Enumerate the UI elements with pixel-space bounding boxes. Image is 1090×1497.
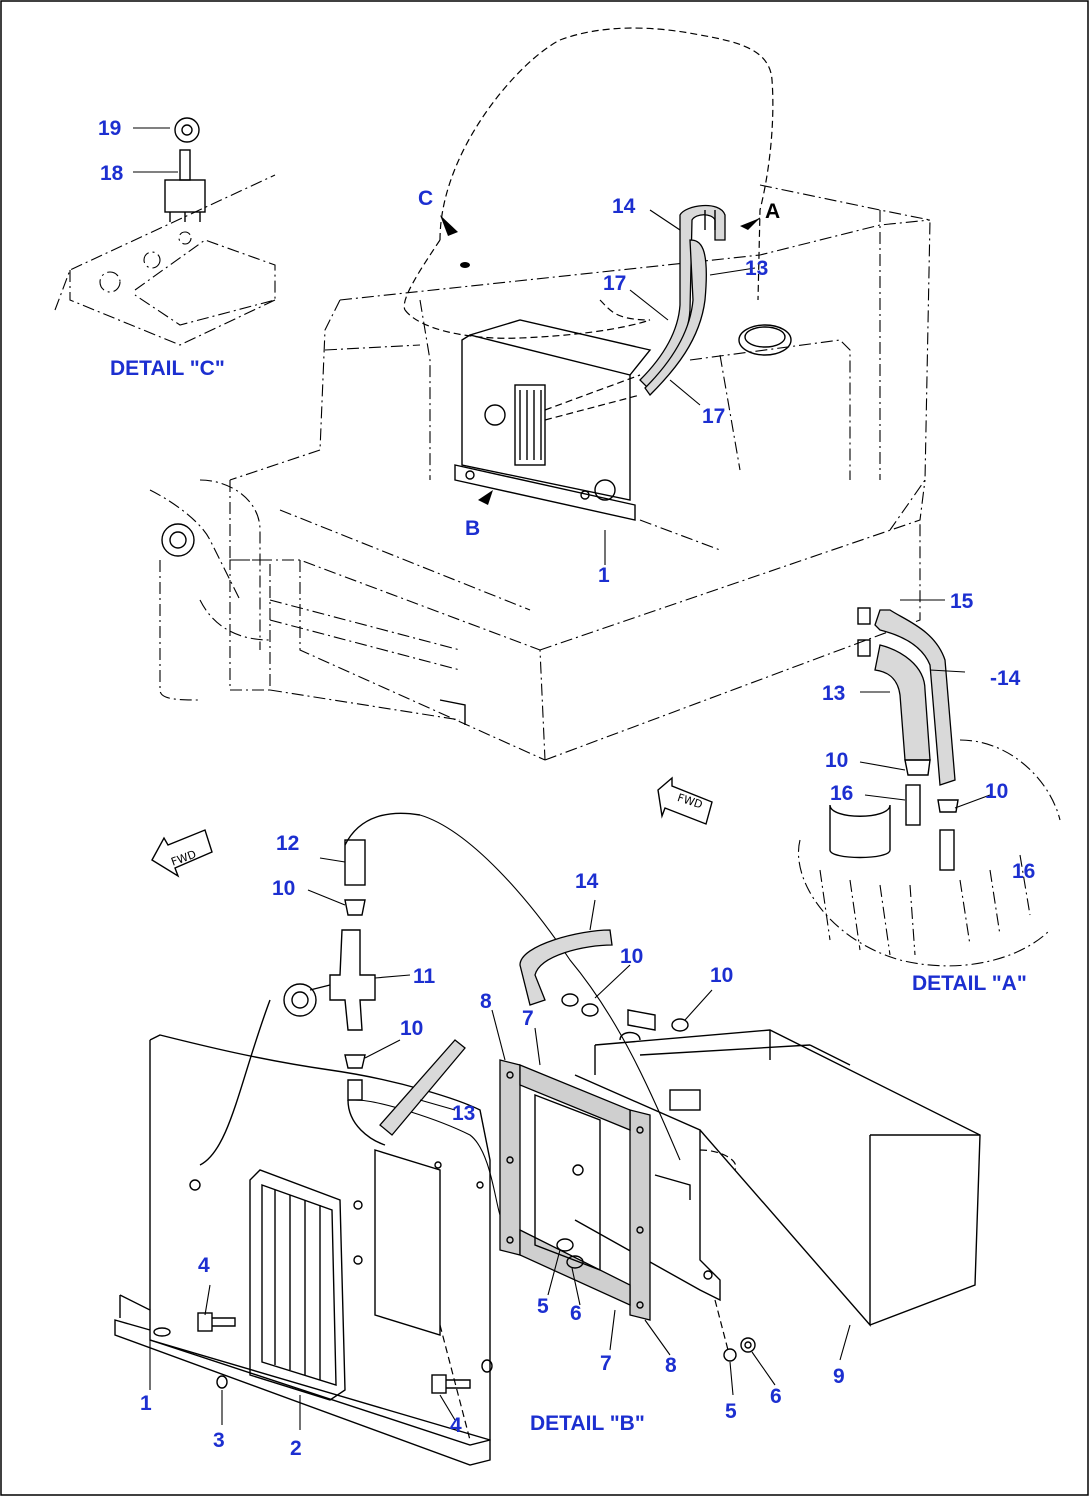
callout-19: 19	[98, 117, 121, 140]
callout-4: 4	[450, 1414, 462, 1437]
gasket-top	[519, 1064, 631, 1131]
callout-10: 10	[272, 877, 295, 900]
callout-10: 10	[400, 1017, 423, 1040]
callout-14: 14	[575, 870, 599, 893]
callout-12: 12	[276, 832, 299, 855]
callout-2: 2	[290, 1437, 302, 1460]
arrow-a-label: A	[765, 200, 780, 223]
callout-7: 7	[522, 1007, 534, 1030]
side-panel	[114, 1034, 491, 1466]
callout-14: -14	[990, 667, 1021, 690]
callout-10: 10	[985, 780, 1008, 803]
callout-6: 6	[570, 1302, 582, 1325]
view-arrow-a: A	[740, 200, 780, 230]
callout-15: 15	[950, 590, 974, 613]
arrow-c-label: C	[418, 187, 433, 210]
callout-14: 14	[612, 195, 636, 218]
detail-c-panel	[54, 117, 276, 346]
hoses-installed	[639, 204, 726, 397]
heater-box	[574, 1029, 981, 1327]
callout-labels: 19 18 14 13 17 17 1 15 -14 13 10 16 10 1…	[98, 117, 1035, 1460]
callout-4: 4	[198, 1254, 210, 1277]
detail-b-title: DETAIL "B"	[530, 1412, 645, 1435]
fwd-arrow-left: FWD	[151, 829, 213, 878]
callout-8: 8	[665, 1354, 677, 1377]
detail-a-view	[798, 599, 1061, 967]
hose-13-detail-b	[379, 1039, 466, 1136]
callout-5: 5	[537, 1295, 549, 1318]
callout-1: 1	[598, 564, 610, 587]
view-arrow-b: B	[465, 490, 493, 540]
callout-9: 9	[833, 1365, 845, 1388]
callout-10: 10	[825, 749, 848, 772]
callout-16: 16	[1012, 860, 1035, 883]
view-arrow-c: C	[418, 187, 458, 236]
operator-seat	[403, 27, 774, 339]
callout-17: 17	[702, 405, 725, 428]
arrow-b-label: B	[465, 517, 480, 540]
fwd-arrow-right: FWD	[657, 776, 713, 825]
hinge-linkage	[149, 479, 466, 725]
callout-18: 18	[100, 162, 124, 185]
callout-7: 7	[600, 1352, 612, 1375]
callout-13: 13	[452, 1102, 475, 1125]
callout-3: 3	[213, 1429, 225, 1452]
seat-base	[229, 184, 931, 761]
fwd-label-right: FWD	[676, 791, 704, 811]
callout-10: 10	[620, 945, 643, 968]
callout-1: 1	[140, 1392, 152, 1415]
callout-10: 10	[710, 964, 733, 987]
callout-16: 16	[830, 782, 853, 805]
callout-5: 5	[725, 1400, 737, 1423]
callout-17: 17	[603, 272, 626, 295]
detail-c-title: DETAIL "C"	[110, 357, 225, 380]
gasket-right	[629, 1109, 651, 1321]
heater-unit-installed	[454, 319, 652, 521]
grille	[249, 1169, 346, 1401]
gasket-left	[499, 1059, 521, 1256]
callout-11: 11	[413, 965, 436, 988]
detail-a-title: DETAIL "A"	[912, 972, 1027, 995]
fwd-label-left: FWD	[169, 848, 198, 869]
hose-14-detail-b	[519, 929, 689, 1032]
callout-8: 8	[480, 990, 492, 1013]
callout-13: 13	[822, 682, 845, 705]
valve-assembly	[199, 812, 681, 1216]
callout-6: 6	[770, 1385, 782, 1408]
callout-13: 13	[745, 257, 768, 280]
